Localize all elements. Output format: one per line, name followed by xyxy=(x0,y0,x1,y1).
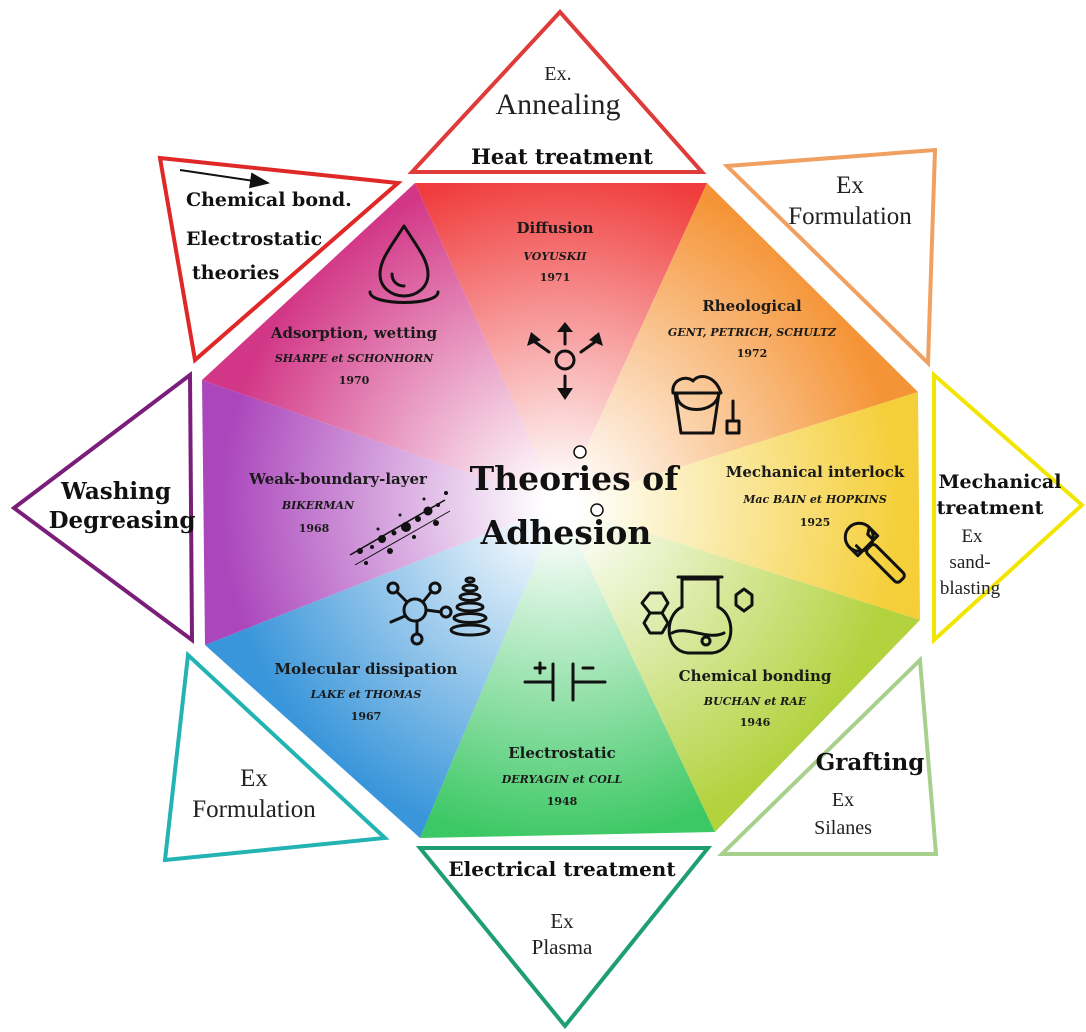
triangle-mechanical-treatment xyxy=(932,370,1085,645)
capacitor-icon xyxy=(523,661,607,702)
triangle-electrical-treatment xyxy=(415,846,713,1030)
center-title-line-2: Adhesion xyxy=(480,513,652,552)
theory-name-mechanical-interlock: Mechanical interlock xyxy=(726,463,905,481)
chemical-bond-line-3: theories xyxy=(192,262,279,284)
mechanical-example-1: sand- xyxy=(949,552,990,573)
washing-title: Washing xyxy=(60,478,171,505)
theory-year-diffusion: 1971 xyxy=(540,271,571,284)
theory-name-weak-boundary-layer: Weak-boundary-layer xyxy=(248,470,428,488)
wrench-icon xyxy=(843,521,906,584)
theories-octagon xyxy=(202,183,920,838)
bucket-brush-icon xyxy=(671,375,741,435)
heat-ex-label: Ex. xyxy=(544,63,571,85)
grafting-ex-label: Ex xyxy=(832,789,854,811)
theory-authors-chemical-bonding: BUCHAN et RAE xyxy=(703,695,807,708)
theory-year-rheological: 1972 xyxy=(737,347,768,360)
theory-authors-adsorption-wetting: SHARPE et SCHONHORN xyxy=(275,352,434,365)
theory-name-adsorption-wetting: Adsorption, wetting xyxy=(270,324,438,342)
chemical-bond-line-2: Electrostatic xyxy=(186,228,322,250)
arrow-icon xyxy=(179,169,270,189)
diffusion-arrows-icon xyxy=(527,322,603,400)
flask-molecule-icon xyxy=(640,575,754,655)
sector-mechanical-interlock xyxy=(560,392,920,620)
heat-example: Annealing xyxy=(496,88,621,121)
theory-labels: Diffusion VOYUSKII 1971 Rheological GENT… xyxy=(248,219,905,808)
chemical-bond-line-1: Chemical bond. xyxy=(186,189,352,211)
triangle-bottomleft-formulation xyxy=(162,650,390,863)
theory-name-diffusion: Diffusion xyxy=(517,219,594,237)
theory-authors-diffusion: VOYUSKII xyxy=(523,250,587,263)
electrical-ex-label: Ex xyxy=(550,909,574,933)
theory-year-electrostatic: 1948 xyxy=(547,795,578,808)
treatment-triangles xyxy=(10,9,1085,1030)
bottomleft-ex-label: Ex xyxy=(240,765,268,792)
triangle-chemical-bond xyxy=(157,155,403,364)
theory-year-molecular-dissipation: 1967 xyxy=(351,710,382,723)
triangle-heat-treatment xyxy=(407,9,707,174)
theory-year-weak-boundary-layer: 1968 xyxy=(299,522,330,535)
lightbulb-icon xyxy=(573,445,604,517)
theory-authors-molecular-dissipation: LAKE et THOMAS xyxy=(310,688,422,701)
theory-name-rheological: Rheological xyxy=(702,297,802,315)
mechanical-treatment-title-1: Mechanical xyxy=(939,471,1062,493)
bottomleft-example: Formulation xyxy=(192,796,316,823)
theory-name-molecular-dissipation: Molecular dissipation xyxy=(275,660,458,678)
theory-authors-weak-boundary-layer: BIKERMAN xyxy=(281,499,355,512)
triangle-topright-formulation xyxy=(722,147,938,368)
theory-authors-mechanical-interlock: Mac BAIN et HOPKINS xyxy=(742,493,887,506)
electrical-treatment-title: Electrical treatment xyxy=(448,857,676,881)
sector-weak-boundary-layer xyxy=(202,380,560,645)
molecule-spring-icon xyxy=(386,576,491,646)
mechanical-treatment-title-2: treatment xyxy=(937,497,1044,519)
theory-authors-rheological: GENT, PETRICH, SCHULTZ xyxy=(668,326,837,339)
theory-name-electrostatic: Electrostatic xyxy=(508,744,616,762)
theory-authors-electrostatic: DERYAGIN et COLL xyxy=(501,773,623,786)
heat-treatment-title: Heat treatment xyxy=(471,144,653,169)
mechanical-ex-label: Ex xyxy=(961,526,983,547)
electrical-example: Plasma xyxy=(532,935,593,959)
grafting-example: Silanes xyxy=(814,817,872,839)
center-title-line-1: Theories of xyxy=(470,459,681,498)
theory-name-chemical-bonding: Chemical bonding xyxy=(679,667,832,685)
sector-electrostatic xyxy=(420,505,715,838)
triangle-grafting xyxy=(717,655,939,856)
topright-ex-label: Ex xyxy=(836,172,864,199)
sector-diffusion xyxy=(415,183,707,505)
sector-chemical-bonding xyxy=(560,505,920,832)
degreasing-title: Degreasing xyxy=(49,507,196,534)
triangle-washing-degreasing xyxy=(10,371,195,644)
treatment-labels: Ex. Annealing Heat treatment Ex Formulat… xyxy=(49,63,1062,959)
center-title: Theories of Adhesion xyxy=(470,445,681,552)
theory-year-mechanical-interlock: 1925 xyxy=(800,516,831,529)
particles-icon xyxy=(349,491,451,566)
sector-molecular-dissipation xyxy=(205,505,560,838)
topright-example: Formulation xyxy=(788,203,912,230)
mechanical-example-2: blasting xyxy=(940,578,1001,599)
grafting-title: Grafting xyxy=(816,749,925,776)
sector-rheological xyxy=(560,183,918,505)
droplet-icon xyxy=(368,224,440,304)
theory-year-adsorption-wetting: 1970 xyxy=(339,374,370,387)
theory-year-chemical-bonding: 1946 xyxy=(740,716,771,729)
sector-adsorption-wetting xyxy=(202,183,560,505)
